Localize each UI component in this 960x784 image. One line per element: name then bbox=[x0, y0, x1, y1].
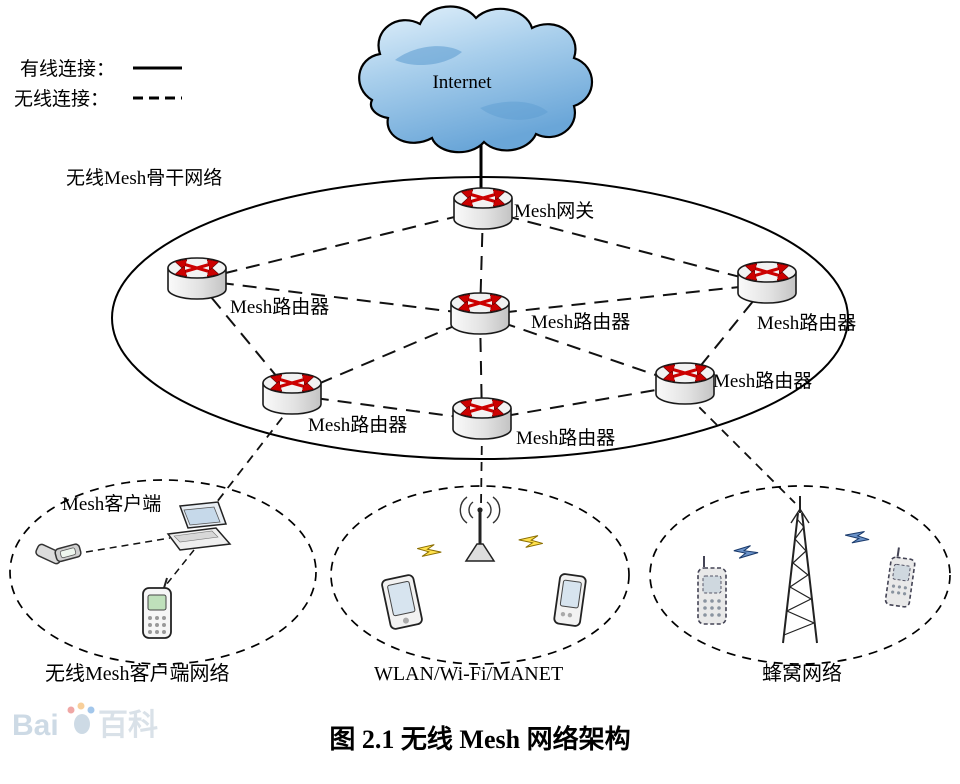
wlan-network: WLAN/Wi-Fi/MANET bbox=[330, 485, 630, 685]
mesh-client-network: Mesh客户端 无线Mesh客户端网络 bbox=[9, 479, 317, 685]
flip-phone-icon bbox=[35, 543, 82, 565]
paw-dot-orange bbox=[77, 702, 85, 710]
backbone-boundary-ellipse bbox=[111, 176, 849, 460]
internet-label: Internet bbox=[432, 72, 492, 93]
mesh-router-icon-center bbox=[451, 293, 509, 334]
lightning-bolt-icon bbox=[842, 525, 872, 549]
lightning-bolt-icon bbox=[414, 539, 444, 563]
router-label-left: Mesh路由器 bbox=[230, 296, 329, 318]
mesh-client-label: Mesh客户端 bbox=[62, 493, 161, 515]
backbone-links bbox=[196, 209, 768, 421]
router-label-lower-left: Mesh路由器 bbox=[308, 414, 407, 436]
cell-phone-icon-left bbox=[697, 556, 727, 625]
handheld-device-icon bbox=[381, 574, 423, 630]
access-links bbox=[205, 395, 796, 517]
internet-cloud: Internet bbox=[358, 5, 594, 198]
client-links bbox=[85, 537, 195, 591]
router-label-lower-right: Mesh路由器 bbox=[713, 370, 812, 392]
paw-dot-red bbox=[67, 706, 75, 714]
paw-icon bbox=[74, 714, 90, 734]
wlan-network-label: WLAN/Wi-Fi/MANET bbox=[374, 663, 563, 685]
pda-device-icon bbox=[553, 573, 587, 627]
gateway-label: Mesh网关 bbox=[514, 200, 594, 222]
mesh-router-icon-right bbox=[738, 262, 796, 303]
router-label-center: Mesh路由器 bbox=[531, 311, 630, 333]
cellular-network: 蜂窝网络 bbox=[649, 485, 951, 685]
router-label-lower-center: Mesh路由器 bbox=[516, 427, 615, 449]
mesh-client-network-label: 无线Mesh客户端网络 bbox=[45, 662, 229, 685]
lightning-bolt-icon bbox=[516, 529, 546, 553]
router-label-right: Mesh路由器 bbox=[757, 312, 856, 334]
watermark-text-right: 百科 bbox=[98, 709, 158, 742]
cell-tower-icon bbox=[782, 496, 818, 644]
legend-wireless-label: 无线连接： bbox=[14, 88, 109, 110]
paw-dot-blue bbox=[87, 706, 95, 714]
cell-phone-icon-right bbox=[884, 547, 916, 608]
mesh-router-icon-left bbox=[168, 258, 226, 299]
mesh-router-icon-lower-right bbox=[656, 363, 714, 404]
laptop-icon bbox=[166, 501, 232, 551]
mesh-router-icon-lower-left bbox=[263, 373, 321, 414]
lightning-bolt-icon bbox=[731, 541, 760, 563]
cellular-network-label: 蜂窝网络 bbox=[762, 662, 842, 685]
figure-caption: 图 2.1 无线 Mesh 网络架构 bbox=[329, 724, 630, 754]
mesh-router-icon-lower-center bbox=[453, 398, 511, 439]
baidu-watermark: Bai 百科 bbox=[12, 702, 158, 742]
legend-wired-label: 有线连接： bbox=[20, 58, 115, 80]
mobile-phone-icon bbox=[142, 577, 172, 639]
legend: 有线连接： 无线连接： bbox=[14, 58, 182, 110]
watermark-text-left: Bai bbox=[12, 709, 59, 742]
mesh-gateway-icon bbox=[454, 188, 512, 229]
access-point-icon bbox=[459, 496, 501, 562]
backbone-network-label: 无线Mesh骨干网络 bbox=[66, 167, 222, 189]
